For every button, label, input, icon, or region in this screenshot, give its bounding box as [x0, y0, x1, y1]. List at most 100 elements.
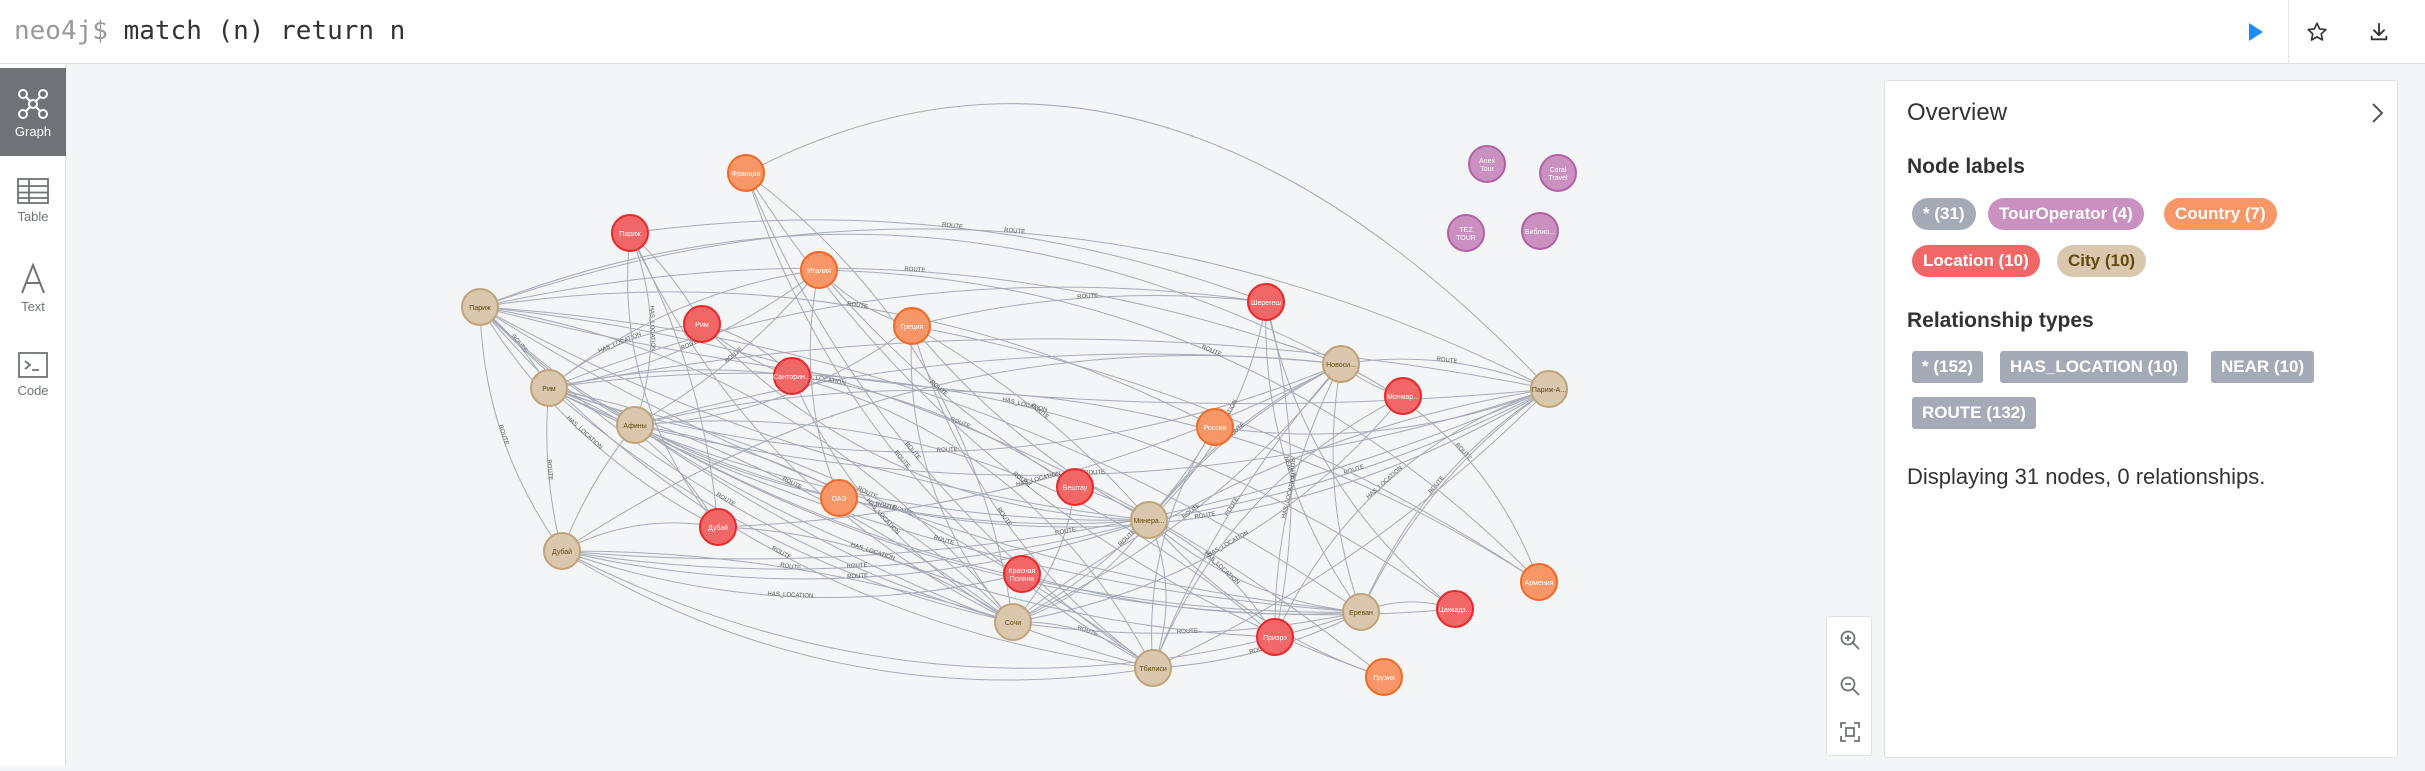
node-circle[interactable]: [530, 369, 568, 407]
relationship-edge[interactable]: [548, 269, 820, 389]
relationship-edge[interactable]: [1214, 388, 1550, 435]
relationship-edge[interactable]: [548, 369, 1076, 488]
relationship-edge[interactable]: [1012, 611, 1362, 634]
run-button[interactable]: [2237, 14, 2273, 50]
relationship-edge[interactable]: [1148, 388, 1550, 521]
relationship-edge[interactable]: [1340, 363, 1540, 583]
node-circle[interactable]: [800, 251, 838, 289]
node-circle[interactable]: [727, 154, 765, 192]
graph-node-location[interactable]: Рим: [683, 305, 721, 343]
relationship-edge[interactable]: [1340, 358, 1550, 390]
rel-type-all[interactable]: * (152): [1912, 351, 1984, 383]
relationship-edge[interactable]: [1012, 426, 1216, 623]
relationship-edge[interactable]: [479, 306, 1150, 521]
node-circle[interactable]: [1196, 408, 1234, 446]
node-label-touroperator[interactable]: TourOperator (4): [1988, 198, 2144, 230]
relationship-edge[interactable]: [561, 388, 1550, 560]
node-circle[interactable]: [1436, 590, 1474, 628]
graph-node-city[interactable]: Сочи: [994, 603, 1032, 641]
node-circle[interactable]: [1447, 214, 1485, 252]
relationship-edge[interactable]: [818, 269, 1076, 488]
node-circle[interactable]: [820, 479, 858, 517]
node-circle[interactable]: [543, 532, 581, 570]
graph-node-city[interactable]: Минера...: [1130, 501, 1168, 539]
relationship-edge[interactable]: [634, 388, 1550, 476]
relationship-edge[interactable]: [479, 306, 1362, 613]
relationship-edge[interactable]: [634, 424, 1362, 613]
rel-type-has-location[interactable]: HAS_LOCATION (10): [2000, 351, 2188, 383]
node-circle[interactable]: [1530, 370, 1568, 408]
node-circle[interactable]: [1130, 501, 1168, 539]
sidebar-item-code[interactable]: Code: [0, 330, 66, 418]
node-circle[interactable]: [1468, 145, 1506, 183]
graph-node-city[interactable]: Новоси...: [1322, 345, 1360, 383]
node-circle[interactable]: [1322, 345, 1360, 383]
relationship-edge[interactable]: [634, 420, 1276, 638]
relationship-edge[interactable]: [838, 388, 1550, 528]
relationship-edge[interactable]: [745, 172, 1154, 669]
graph-node-location[interactable]: Приэрэ: [1256, 618, 1294, 656]
node-circle[interactable]: [1003, 555, 1041, 593]
graph-node-city[interactable]: Рим: [530, 369, 568, 407]
relationship-edge[interactable]: [479, 228, 1550, 390]
graph-node-location[interactable]: Шерегеш: [1247, 283, 1285, 321]
node-circle[interactable]: [994, 603, 1032, 641]
node-circle[interactable]: [616, 406, 654, 444]
relationship-edge[interactable]: [548, 338, 1550, 390]
relationship-edge[interactable]: [911, 295, 1267, 327]
relationship-edge[interactable]: [1152, 611, 1362, 669]
graph-node-city[interactable]: Париж: [461, 288, 499, 326]
relationship-edge[interactable]: [1012, 395, 1404, 623]
relationship-edge[interactable]: [561, 522, 719, 552]
node-circle[interactable]: [461, 288, 499, 326]
relationship-edge[interactable]: [911, 325, 1150, 521]
node-label-city[interactable]: City (10): [2057, 245, 2147, 277]
node-circle[interactable]: [893, 307, 931, 345]
node-circle[interactable]: [1384, 377, 1422, 415]
node-circle[interactable]: [1056, 468, 1094, 506]
relationship-edge[interactable]: [561, 519, 1150, 570]
relationship-edge[interactable]: [818, 269, 1540, 583]
zoom-in-button[interactable]: [1833, 623, 1867, 657]
node-circle[interactable]: [1256, 618, 1294, 656]
relationship-edge[interactable]: [479, 306, 1014, 623]
relationship-edge[interactable]: [548, 323, 703, 389]
node-circle[interactable]: [1539, 154, 1577, 192]
graph-node-location[interactable]: Париж: [611, 214, 649, 252]
relationship-edge[interactable]: [548, 286, 1267, 389]
relationship-edge[interactable]: [911, 325, 1154, 669]
relationship-edge[interactable]: [1152, 395, 1404, 669]
relationship-edge[interactable]: [479, 306, 563, 552]
relationship-edge[interactable]: [634, 325, 913, 426]
sidebar-item-table[interactable]: Table: [0, 156, 66, 244]
relationship-edge[interactable]: [629, 232, 719, 528]
relationship-edge[interactable]: [1265, 301, 1362, 613]
node-circle[interactable]: [699, 508, 737, 546]
relationship-edge[interactable]: [634, 353, 1342, 426]
graph-node-country[interactable]: Россия: [1196, 408, 1234, 446]
query-text[interactable]: match (n) return n: [123, 16, 406, 46]
relationship-edge[interactable]: [634, 424, 1150, 525]
relationship-edge[interactable]: [629, 219, 1267, 303]
relationship-edge[interactable]: [479, 233, 1342, 365]
relationship-edge[interactable]: [1274, 388, 1550, 638]
relationship-edge[interactable]: [479, 306, 1385, 678]
zoom-out-button[interactable]: [1833, 669, 1867, 703]
relationship-edge[interactable]: [1265, 301, 1292, 638]
relationship-edge[interactable]: [561, 550, 1154, 681]
relationship-edge[interactable]: [745, 103, 1550, 390]
rel-type-route[interactable]: ROUTE (132): [1912, 397, 2036, 429]
graph-node-city[interactable]: Ереван: [1342, 593, 1380, 631]
graph-node-city[interactable]: Тбилиси: [1134, 649, 1172, 687]
graph-node-country[interactable]: Италия: [800, 251, 838, 289]
relationship-edge[interactable]: [479, 306, 719, 528]
graph-node-location[interactable]: Бештау: [1056, 468, 1094, 506]
node-circle[interactable]: [1134, 649, 1172, 687]
relationship-edge[interactable]: [717, 363, 1342, 528]
relationship-edge[interactable]: [1332, 363, 1362, 613]
node-circle[interactable]: [683, 305, 721, 343]
relationship-edge[interactable]: [479, 291, 1216, 428]
graph-node-city[interactable]: Афины: [616, 406, 654, 444]
